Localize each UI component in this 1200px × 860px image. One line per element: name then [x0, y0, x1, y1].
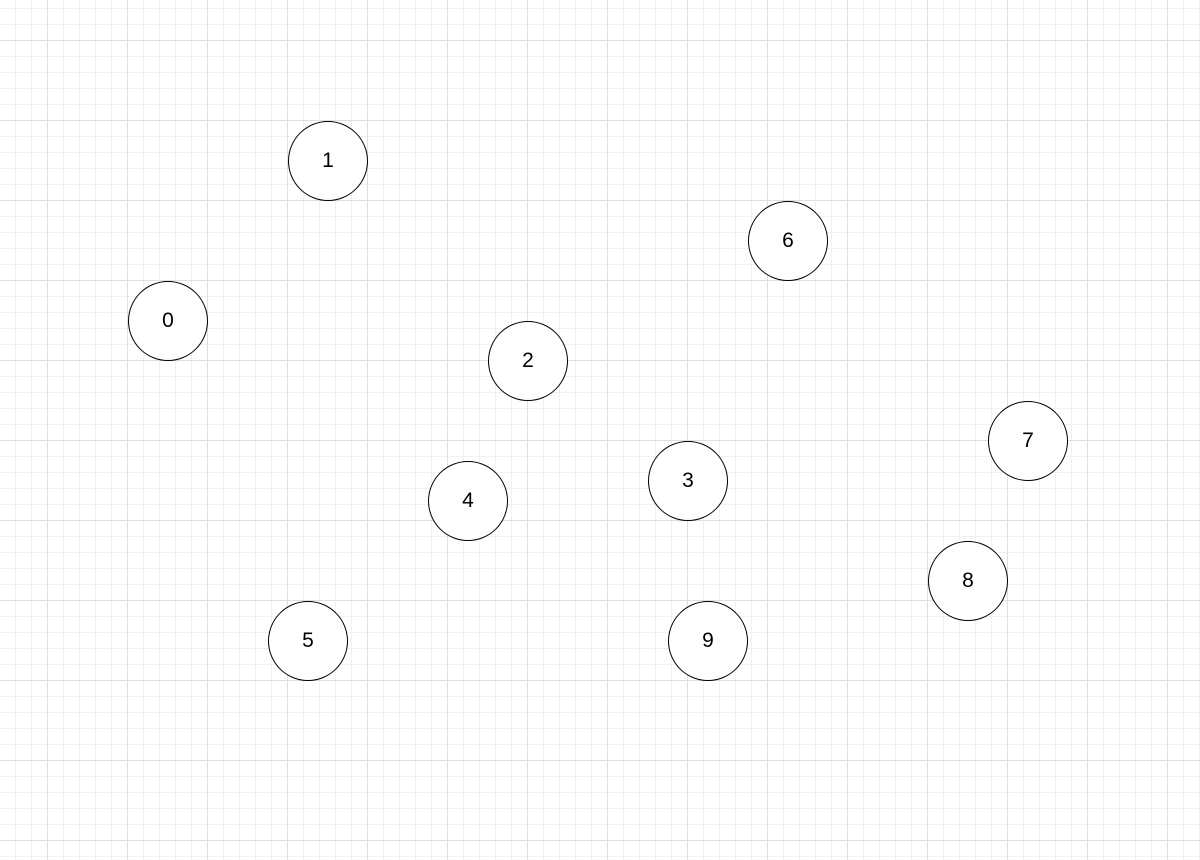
node-7-label: 7: [1022, 429, 1034, 452]
node-9-label: 9: [702, 629, 714, 652]
node-3[interactable]: 3: [648, 441, 728, 521]
node-1[interactable]: 1: [288, 121, 368, 201]
node-8[interactable]: 8: [928, 541, 1008, 621]
node-1-label: 1: [322, 149, 334, 172]
node-3-label: 3: [682, 469, 694, 492]
node-7[interactable]: 7: [988, 401, 1068, 481]
node-4[interactable]: 4: [428, 461, 508, 541]
node-5-label: 5: [302, 629, 314, 652]
node-2[interactable]: 2: [488, 321, 568, 401]
node-0-label: 0: [162, 309, 174, 332]
node-6-label: 6: [782, 229, 794, 252]
node-2-label: 2: [522, 349, 534, 372]
node-5[interactable]: 5: [268, 601, 348, 681]
node-9[interactable]: 9: [668, 601, 748, 681]
node-0[interactable]: 0: [128, 281, 208, 361]
node-8-label: 8: [962, 569, 974, 592]
node-6[interactable]: 6: [748, 201, 828, 281]
node-4-label: 4: [462, 489, 474, 512]
